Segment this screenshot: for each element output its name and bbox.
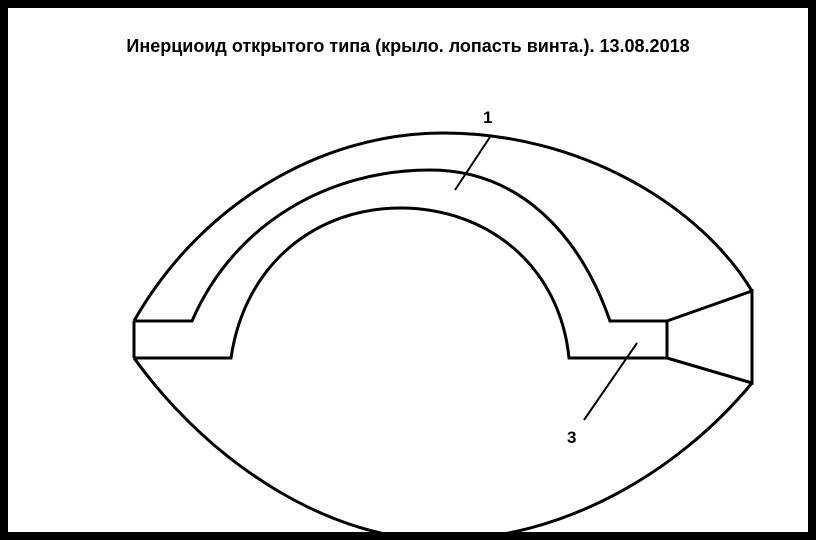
leader-line-3 (583, 342, 638, 421)
outer-top-contour (132, 131, 754, 322)
diagram-title: Инерциоид открытого типа (крыло. лопасть… (126, 36, 690, 56)
label-part-1: 1 (483, 108, 492, 127)
drawing-canvas: Инерциоид открытого типа (крыло. лопасть… (8, 8, 808, 532)
arch-inner-edge (134, 206, 667, 360)
arch-outer-edge (134, 168, 667, 323)
outer-bottom-contour (132, 357, 754, 532)
label-part-3: 3 (567, 428, 576, 447)
right-trapezoid (666, 288, 754, 386)
leader-line-1 (454, 136, 491, 191)
inertioid-diagram: 1 3 (132, 108, 754, 532)
